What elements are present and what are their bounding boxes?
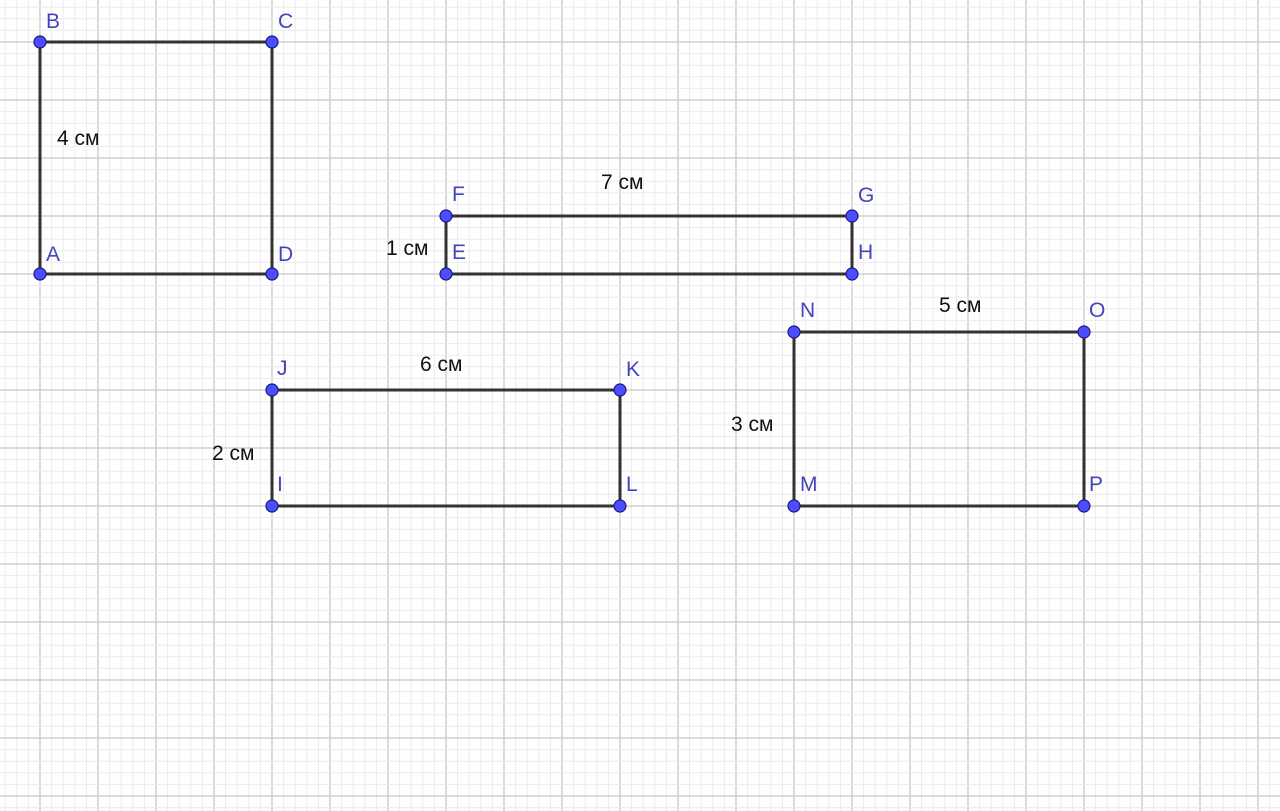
point-c[interactable] — [265, 35, 279, 49]
label-point-m: M — [800, 473, 818, 496]
label-point-h: H — [858, 241, 873, 264]
point-i[interactable] — [265, 499, 279, 513]
label-point-i: I — [277, 473, 283, 496]
rectangle-ijkl — [270, 388, 622, 508]
rectangle-abcd — [38, 40, 274, 276]
label-point-l: L — [626, 473, 638, 496]
dimension-label-efgh-width: 7 см — [601, 171, 643, 194]
dimension-label-efgh-height: 1 см — [386, 237, 428, 260]
label-point-p: P — [1089, 473, 1103, 496]
label-point-f: F — [452, 183, 465, 206]
dimension-label-mnop-width: 5 см — [939, 294, 981, 317]
label-point-k: K — [626, 358, 640, 381]
point-a[interactable] — [33, 267, 47, 281]
point-h[interactable] — [845, 267, 859, 281]
point-k[interactable] — [613, 383, 627, 397]
point-o[interactable] — [1077, 325, 1091, 339]
dimension-labels: 4 см 7 см 1 см 6 см 2 см 5 см 3 см — [57, 127, 981, 465]
dimension-label-mnop-height: 3 см — [731, 413, 773, 436]
point-n[interactable] — [787, 325, 801, 339]
point-p[interactable] — [1077, 499, 1091, 513]
label-point-j: J — [277, 357, 288, 380]
point-g[interactable] — [845, 209, 859, 223]
point-d[interactable] — [265, 267, 279, 281]
dimension-label-ijkl-width: 6 см — [420, 353, 462, 376]
label-point-e: E — [452, 241, 466, 264]
point-f[interactable] — [439, 209, 453, 223]
points — [33, 35, 1091, 513]
dimension-label-ijkl-height: 2 см — [212, 442, 254, 465]
label-point-d: D — [278, 243, 293, 266]
dimension-label-abcd-height: 4 см — [57, 127, 99, 150]
point-labels: A B C D E F G H I J K L M N O P — [46, 10, 1105, 496]
label-point-o: O — [1089, 299, 1105, 322]
point-m[interactable] — [787, 499, 801, 513]
label-point-c: C — [278, 10, 293, 33]
point-e[interactable] — [439, 267, 453, 281]
rectangle-efgh — [444, 214, 854, 276]
label-point-a: A — [46, 243, 60, 266]
point-b[interactable] — [33, 35, 47, 49]
label-point-n: N — [800, 299, 815, 322]
point-l[interactable] — [613, 499, 627, 513]
label-point-b: B — [46, 10, 60, 33]
rectangle-mnop — [792, 330, 1086, 508]
point-j[interactable] — [265, 383, 279, 397]
label-point-g: G — [858, 184, 874, 207]
